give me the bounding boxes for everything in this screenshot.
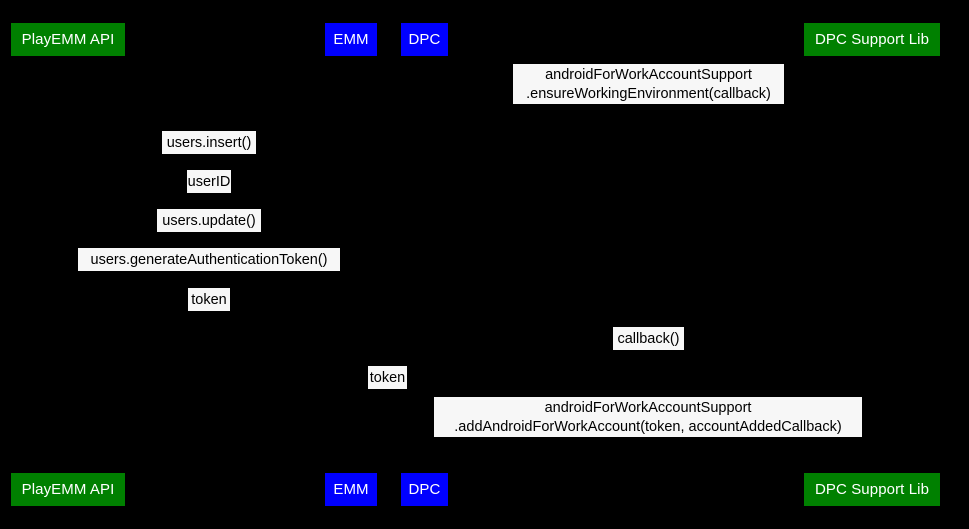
participant-dpc-bottom[interactable]: DPC xyxy=(401,473,448,506)
message-label-callback: callback() xyxy=(613,327,684,350)
participant-emm-top[interactable]: EMM xyxy=(325,23,377,56)
message-label-users-insert: users.insert() xyxy=(162,131,256,154)
message-label-token-to-emm: token xyxy=(188,288,230,311)
message-label-users-generate-authentication-token: users.generateAuthenticationToken() xyxy=(78,248,340,271)
participant-dpc-top[interactable]: DPC xyxy=(401,23,448,56)
message-line: .addAndroidForWorkAccount(token, account… xyxy=(454,418,842,435)
message-line: userID xyxy=(187,173,231,190)
message-line: token xyxy=(191,291,227,308)
message-label-token-to-dpc: token xyxy=(368,366,407,389)
lifeline-playemm-api xyxy=(68,56,69,473)
message-label-ensure-working-environment: androidForWorkAccountSupport .ensureWork… xyxy=(513,64,784,104)
participant-label: EMM xyxy=(333,481,369,498)
lifeline-dpc xyxy=(425,56,426,473)
message-line: users.generateAuthenticationToken() xyxy=(90,251,328,268)
message-label-user-id: userID xyxy=(187,170,231,193)
arrow-users-insert xyxy=(68,154,351,155)
message-line: users.insert() xyxy=(166,134,252,151)
arrow-token-to-emm xyxy=(68,311,351,312)
message-label-users-update: users.update() xyxy=(157,209,261,232)
participant-emm-bottom[interactable]: EMM xyxy=(325,473,377,506)
message-line: token xyxy=(369,369,406,386)
message-line: androidForWorkAccountSupport xyxy=(545,66,752,83)
arrow-token-to-dpc xyxy=(351,389,425,390)
arrow-users-update xyxy=(68,232,351,233)
participant-label: PlayEMM API xyxy=(21,31,115,48)
participant-playemm-api-top[interactable]: PlayEMM API xyxy=(11,23,125,56)
participant-label: PlayEMM API xyxy=(21,481,115,498)
lifeline-dpc-support-lib xyxy=(872,56,873,473)
arrow-user-id xyxy=(68,193,351,194)
arrow-ensure-working-environment xyxy=(425,104,872,105)
participant-dpc-support-lib-bottom[interactable]: DPC Support Lib xyxy=(804,473,940,506)
participant-label: DPC xyxy=(408,481,441,498)
arrow-callback xyxy=(425,350,872,351)
message-line: callback() xyxy=(617,330,680,347)
message-label-add-android-for-work-account: androidForWorkAccountSupport .addAndroid… xyxy=(434,397,862,437)
participant-label: DPC xyxy=(408,31,441,48)
lifeline-emm xyxy=(351,56,352,473)
participant-label: DPC Support Lib xyxy=(814,481,930,498)
arrow-users-generate-authentication-token xyxy=(68,271,351,272)
message-line: .ensureWorkingEnvironment(callback) xyxy=(526,85,771,102)
participant-dpc-support-lib-top[interactable]: DPC Support Lib xyxy=(804,23,940,56)
participant-playemm-api-bottom[interactable]: PlayEMM API xyxy=(11,473,125,506)
arrow-add-android-for-work-account xyxy=(425,437,872,438)
participant-label: EMM xyxy=(333,31,369,48)
message-line: androidForWorkAccountSupport xyxy=(544,399,752,416)
message-line: users.update() xyxy=(162,212,256,229)
participant-label: DPC Support Lib xyxy=(814,31,930,48)
